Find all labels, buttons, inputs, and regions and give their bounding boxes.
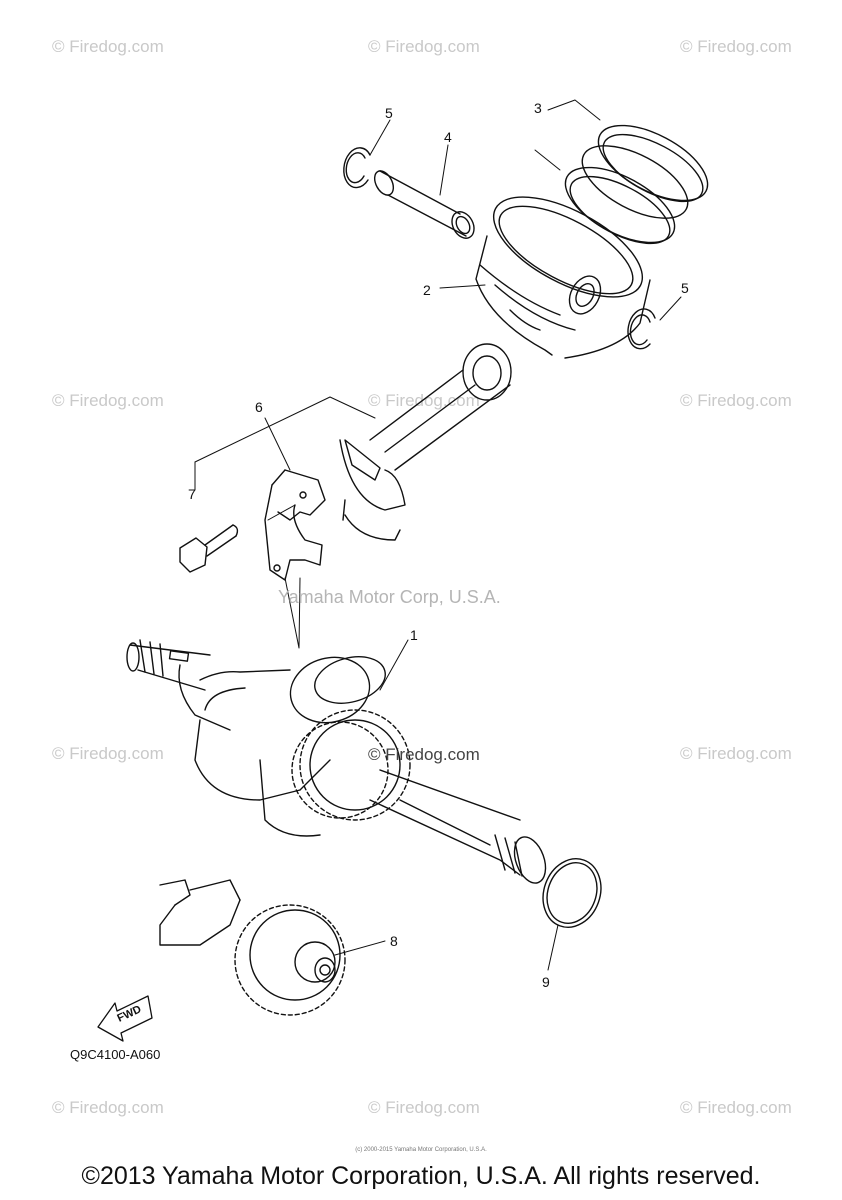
watermark-yamaha: Yamaha Motor Corp, U.S.A. [278, 587, 501, 607]
o-ring [542, 858, 602, 928]
watermark-firedog: © Firedog.com [368, 1098, 480, 1117]
piston [475, 196, 651, 359]
callout-2: 2 [423, 282, 431, 298]
diagram-code: Q9C4100-A060 [70, 1047, 161, 1062]
watermark-firedog: © Firedog.com [368, 391, 480, 410]
callout-7: 7 [188, 486, 196, 502]
bracket-line [194, 396, 376, 463]
watermark-firedog: © Firedog.com [52, 744, 164, 763]
alignment-pointer [284, 577, 301, 649]
callout-6: 6 [255, 399, 263, 415]
piston-rings [564, 124, 709, 245]
fine-print: (c) 2000-2015 Yamaha Motor Corporation, … [355, 1147, 487, 1153]
watermark-firedog: © Firedog.com [52, 1098, 164, 1117]
circlip-right [627, 308, 656, 350]
callout-9: 9 [542, 974, 550, 990]
leader-line [264, 417, 291, 471]
watermark-firedog: © Firedog.com [680, 744, 792, 763]
callout-5-right: 5 [681, 280, 689, 296]
watermark-firedog: © Firedog.com [680, 391, 792, 410]
watermark-firedog-center: © Firedog.com [368, 745, 480, 764]
callout-4: 4 [444, 129, 452, 145]
watermark-firedog: © Firedog.com [368, 37, 480, 56]
watermark-firedog: © Firedog.com [52, 37, 164, 56]
leader-line [267, 504, 296, 521]
connecting-rod [339, 343, 512, 541]
copyright-notice: ©2013 Yamaha Motor Corporation, U.S.A. A… [81, 1162, 761, 1190]
watermark-firedog: © Firedog.com [680, 1098, 792, 1117]
rod-bearing-cap [264, 469, 326, 581]
crankshaft [126, 639, 547, 884]
callout-8: 8 [390, 933, 398, 949]
watermark-firedog: © Firedog.com [680, 37, 792, 56]
watermark-firedog: © Firedog.com [52, 391, 164, 410]
fwd-arrow-icon [97, 995, 153, 1042]
cap-bolt [179, 524, 239, 573]
callout-3: 3 [534, 100, 542, 116]
balancer-shaft [159, 879, 346, 1016]
callout-1: 1 [410, 627, 418, 643]
callout-leaders [334, 99, 682, 971]
circlip-top [343, 147, 371, 189]
callout-5: 5 [385, 105, 393, 121]
piston-pin [373, 170, 475, 239]
